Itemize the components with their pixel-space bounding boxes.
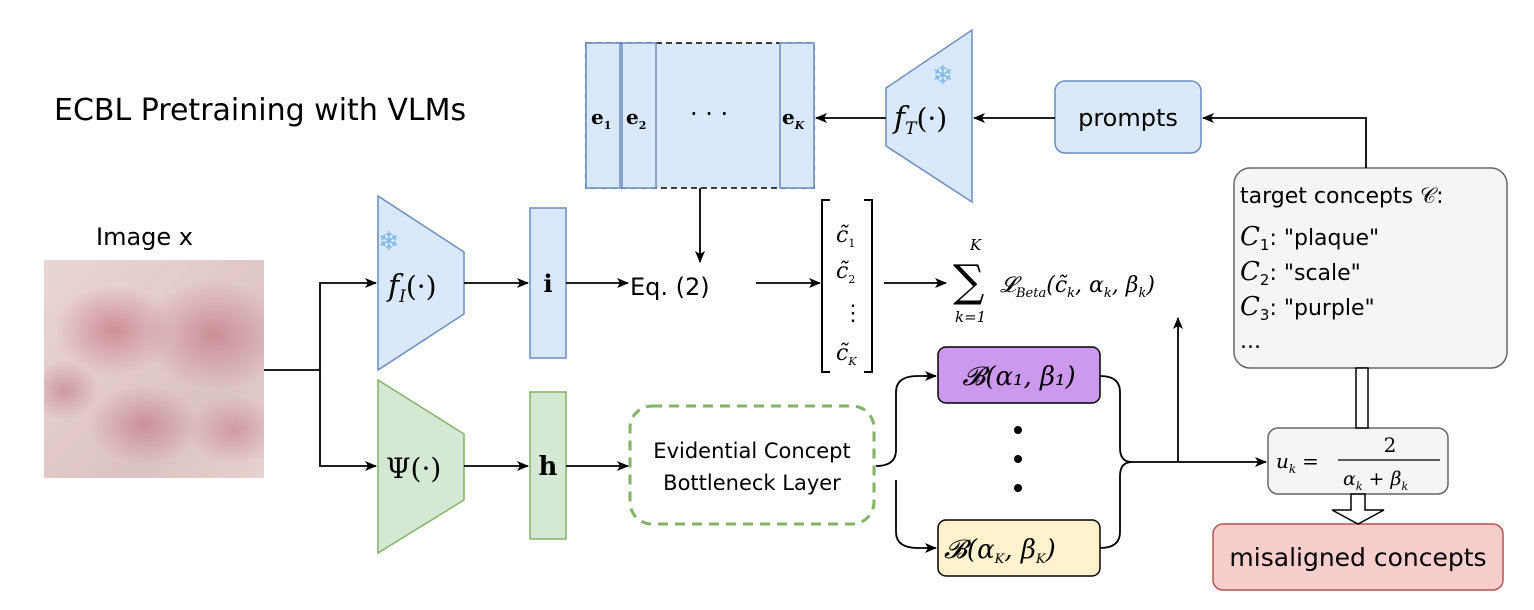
ctilde-dots: ⋮ [842, 301, 864, 326]
h-label: h [539, 452, 558, 482]
concepts-header: target concepts 𝒞: [1240, 184, 1444, 209]
fI-label: fI(·) [386, 269, 437, 307]
beta-dot-1 [1014, 426, 1022, 434]
concept-score-vector [821, 199, 873, 373]
uk-denominator: αk + βk [1343, 468, 1409, 493]
e2-label: e2 [626, 105, 646, 132]
concepts-ellipsis: ... [1240, 329, 1261, 354]
ctilde-2: c̃2 [836, 259, 855, 286]
e2-column [621, 42, 657, 189]
concept-encoder-psi [377, 378, 465, 555]
ecbl-label-2: Bottleneck Layer [663, 471, 841, 495]
beta-1-box [937, 346, 1101, 404]
snowflake-icon-image-encoder: ❄ [378, 227, 400, 257]
eq2-label: Eq. (2) [630, 273, 710, 301]
feature-vector-h [529, 391, 567, 540]
beta-dot-2 [1014, 455, 1022, 463]
misaligned-label: misaligned concepts [1229, 543, 1486, 572]
skin-lesion-image [44, 260, 264, 478]
fT-label: fT(·) [892, 101, 947, 139]
image-encoder-fI [377, 194, 465, 372]
loss-expression: 𝓛Beta(c̃k, αk, βk) [1000, 273, 1155, 301]
psi-label: Ψ(·) [386, 452, 441, 485]
loss-sum: ∑ [953, 256, 984, 307]
beta-K-label: 𝓑(αK, βK) [944, 535, 1056, 567]
connector-lines [264, 113, 1367, 553]
ecbl-label-1: Evidential Concept [653, 439, 850, 463]
uk-lhs: uk= [1276, 449, 1319, 476]
i-label: i [543, 269, 552, 298]
loss-sum-top: K [969, 236, 982, 254]
embedding-dots: · · · [690, 100, 728, 128]
image-label: Image x [96, 223, 193, 251]
ctilde-K: c̃K [836, 341, 857, 368]
hollow-arrow-uk-to-misaligned [1331, 493, 1385, 525]
beta-dot-3 [1014, 484, 1022, 492]
ctilde-1: c̃1 [836, 223, 855, 250]
target-concepts-box [1233, 167, 1508, 369]
e1-column [585, 42, 621, 189]
hollow-arrow-concepts-to-uk [1355, 367, 1369, 429]
eK-column [779, 42, 815, 189]
eK-label: eK [782, 105, 805, 132]
uk-numerator: 2 [1384, 433, 1397, 457]
concept-item-2: C2: "scale" [1240, 257, 1361, 289]
e1-label: e1 [591, 105, 611, 132]
beta-1-label: 𝓑(α₁, β₁) [962, 362, 1075, 392]
loss-sum-bottom: k=1 [955, 308, 986, 326]
prompts-label: prompts [1078, 104, 1178, 132]
prompts-box [1054, 80, 1202, 154]
diagram-title: ECBL Pretraining with VLMs [54, 93, 466, 128]
concept-item-3: C3: "purple" [1240, 292, 1375, 324]
concept-item-1: C1: "plaque" [1240, 222, 1379, 254]
snowflake-icon: ❄ [932, 61, 954, 91]
ecbl-box [628, 404, 876, 526]
text-encoder-fT [885, 28, 973, 204]
